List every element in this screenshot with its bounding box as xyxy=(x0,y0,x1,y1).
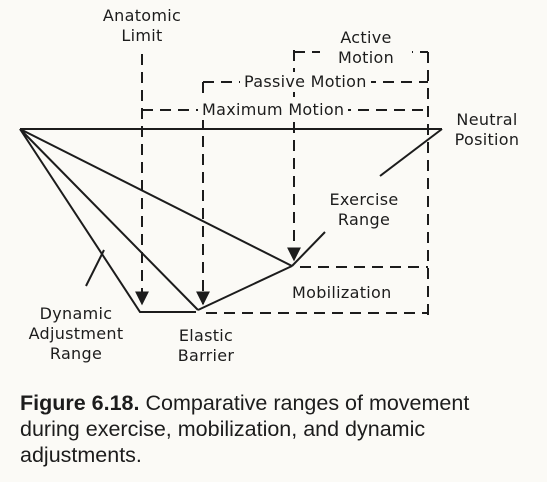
passive-motion-label: Passive Motion xyxy=(240,72,371,92)
dynamic-adjustment-line xyxy=(19,128,196,313)
exercise-range-label: Exercise Range xyxy=(329,190,399,229)
caption-text: Comparative ranges of movement during ex… xyxy=(20,391,470,467)
mobilization-label: Mobilization xyxy=(292,283,392,302)
dynamic-adjustment-range-label: Dynamic Adjustment Range xyxy=(28,304,124,363)
exercise-range-line xyxy=(291,231,326,267)
range-of-motion-diagram xyxy=(19,50,443,316)
exercise-return-line xyxy=(379,128,443,177)
maximum-motion-label: Maximum Motion xyxy=(198,100,349,120)
elastic-barrier-line xyxy=(19,128,199,311)
anatomic-limit-label: Anatomic Limit xyxy=(102,6,182,45)
figure-caption: Figure 6.18. Comparative ranges of movem… xyxy=(20,390,535,468)
active-motion-label: Active Motion xyxy=(320,28,412,68)
dynamic-adjustment-pointer xyxy=(85,249,105,287)
barrier-to-exercise-line xyxy=(197,265,293,311)
neutral-position-label: Neutral Position xyxy=(454,110,520,149)
active-motion-line xyxy=(19,128,293,267)
elastic-barrier-label: Elastic Barrier xyxy=(177,326,235,365)
figure-number: Figure 6.18. xyxy=(20,391,140,415)
